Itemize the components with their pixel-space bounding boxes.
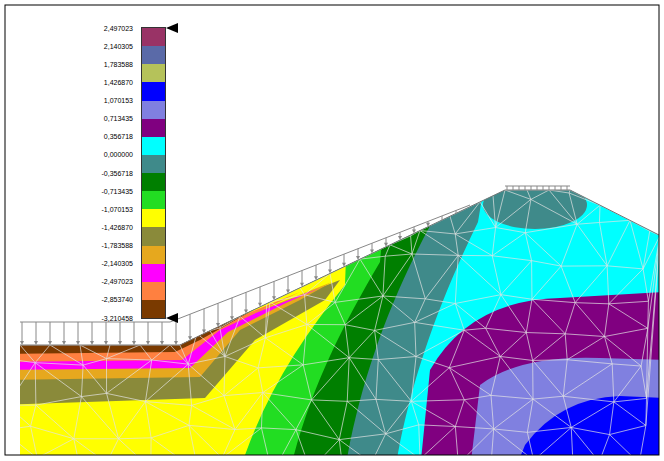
- mesh-lines: [0, 153, 660, 461]
- legend-pointers: [166, 23, 178, 323]
- legend-value: -0,713435: [0, 187, 133, 196]
- legend-value: -2,497023: [0, 277, 133, 286]
- legend-swatch: [142, 300, 165, 319]
- legend-swatch: [142, 46, 165, 65]
- legend-value: 0,356718: [0, 132, 133, 141]
- legend-value: -2,853740: [0, 295, 133, 304]
- legend-swatch: [142, 101, 165, 120]
- legend-bar-border: [141, 27, 166, 319]
- legend-swatch: [142, 119, 165, 138]
- legend-value: -1,070153: [0, 205, 133, 214]
- legend-swatch: [142, 246, 165, 265]
- fe-mesh: [0, 153, 660, 461]
- legend-swatch: [142, 282, 165, 301]
- legend-value: 1,783588: [0, 60, 133, 69]
- legend-swatch: [142, 82, 165, 101]
- legend-value: -3,210458: [0, 314, 133, 323]
- legend-value: 1,070153: [0, 96, 133, 105]
- legend-swatch: [142, 155, 165, 174]
- legend-swatch: [142, 227, 165, 246]
- legend-swatch: [142, 28, 165, 47]
- legend-swatch: [142, 137, 165, 156]
- legend-value: 0,000000: [0, 150, 133, 159]
- legend-value: -1,783588: [0, 241, 133, 250]
- legend-value: -0,356718: [0, 169, 133, 178]
- legend-swatch: [142, 64, 165, 83]
- legend-swatch: [142, 191, 165, 210]
- legend-value: 2,140305: [0, 42, 133, 51]
- legend-swatch: [142, 264, 165, 283]
- legend-swatch: [142, 209, 165, 228]
- legend-value: -2,140305: [0, 259, 133, 268]
- legend-value: 2,497023: [0, 24, 133, 33]
- legend-value: 1,426870: [0, 78, 133, 87]
- legend-value: -1,426870: [0, 223, 133, 232]
- legend-swatch: [142, 173, 165, 192]
- contour-bands: [0, 150, 664, 461]
- legend-value: 0,713435: [0, 114, 133, 123]
- ground-surface: [20, 190, 659, 345]
